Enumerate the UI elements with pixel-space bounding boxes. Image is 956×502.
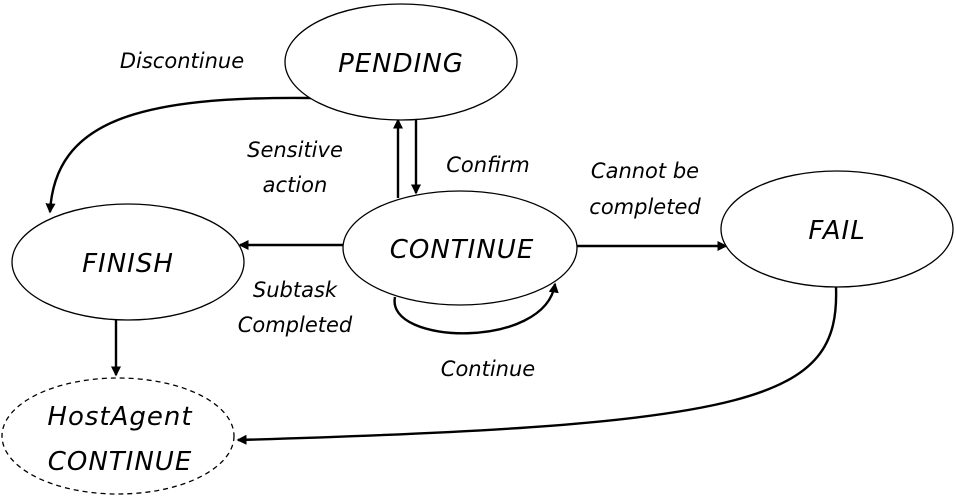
label-sensitive-action-line2: action — [263, 173, 328, 197]
edge-pending-to-finish — [45, 96, 313, 214]
state-hostagent-label-line2: CONTINUE — [48, 447, 193, 477]
state-continue: CONTINUE — [342, 190, 578, 306]
label-subtask-completed-line1: Subtask — [253, 278, 338, 302]
state-hostagent-label-line1: HostAgent — [47, 402, 192, 432]
label-confirm: Confirm — [446, 153, 529, 177]
label-sensitive-action-line1: Sensitive — [247, 138, 343, 162]
edge-continue-self-loop — [393, 282, 559, 335]
label-cannot-be-completed-line2: completed — [589, 195, 701, 219]
state-hostagent-continue: HostAgent CONTINUE — [1, 377, 235, 495]
label-cannot-be-completed-line1: Cannot be — [591, 159, 699, 183]
state-fail: FAIL — [720, 170, 954, 288]
label-subtask-completed-line2: Completed — [238, 313, 353, 337]
state-finish-label: FINISH — [82, 249, 174, 279]
label-continue-loop: Continue — [441, 357, 535, 381]
state-fail-label: FAIL — [808, 216, 865, 246]
state-pending: PENDING — [284, 3, 518, 121]
state-pending-label: PENDING — [338, 49, 464, 79]
state-continue-label: CONTINUE — [390, 235, 535, 265]
edge-fail-to-hostagent — [236, 286, 838, 445]
label-discontinue: Discontinue — [120, 49, 244, 73]
state-finish: FINISH — [11, 203, 245, 321]
